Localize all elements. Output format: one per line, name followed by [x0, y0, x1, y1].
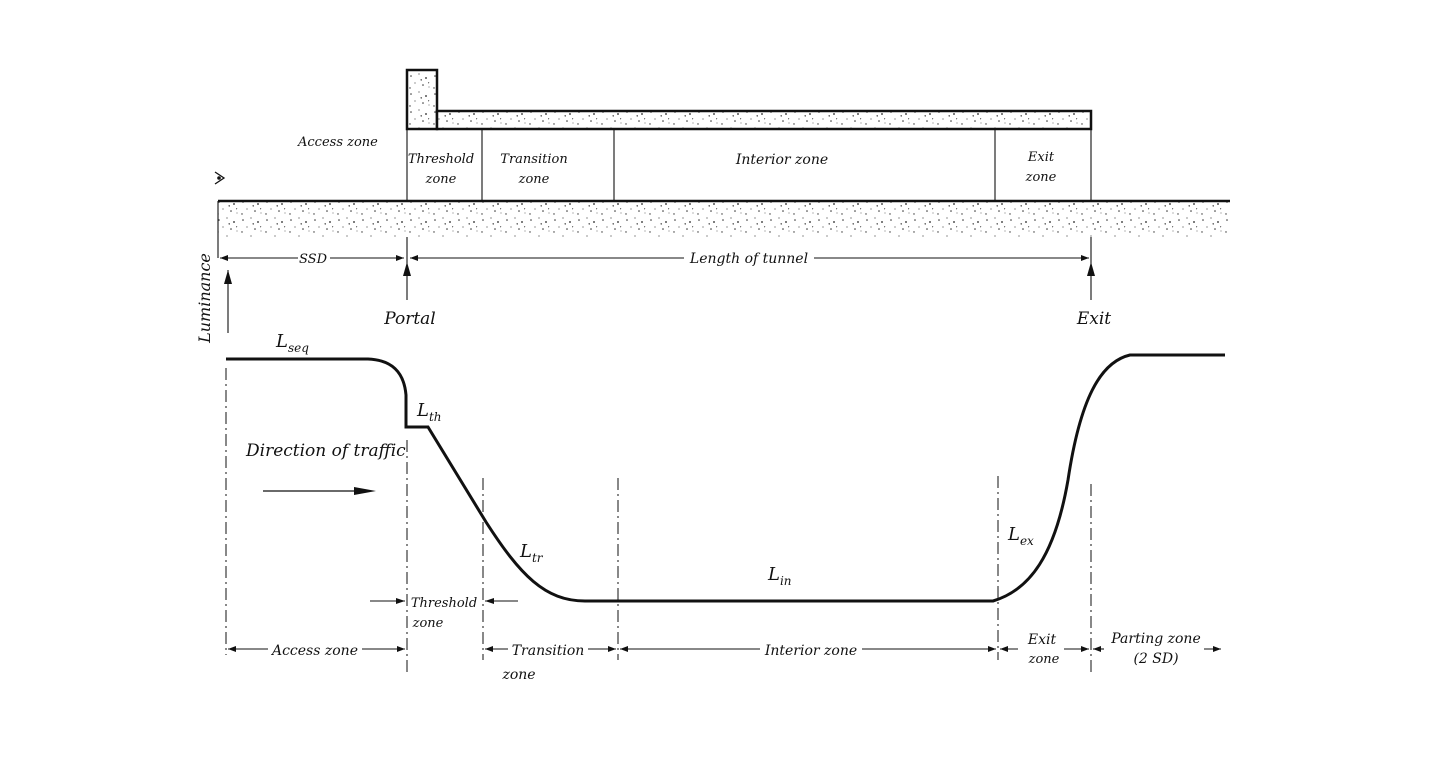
bottom-interior-label: Interior zone	[764, 643, 857, 659]
ssd-label: SSD	[299, 252, 328, 267]
eye-icon	[214, 171, 226, 185]
dimension-lines	[220, 255, 1089, 261]
bottom-parting-label-1: Parting zone	[1110, 631, 1200, 647]
length-of-tunnel-label: Length of tunnel	[689, 251, 808, 267]
bottom-exit-label-2: zone	[1028, 652, 1060, 667]
portal-arrow	[403, 237, 411, 300]
top-threshold-label-1: Threshold	[408, 152, 474, 167]
top-access-zone-label: Access zone	[297, 135, 378, 150]
road-ground	[218, 201, 1230, 237]
portal-label: Portal	[383, 309, 436, 329]
zone-boundary-lines	[225, 368, 1092, 672]
bottom-transition-label-2: zone	[501, 667, 535, 683]
luminance-axis	[224, 270, 232, 333]
bottom-threshold-label-1: Threshold	[411, 596, 477, 611]
exit-arrow	[1087, 237, 1095, 300]
bottom-parting-label-2: (2 SD)	[1133, 651, 1178, 667]
bottom-dimension-lines	[228, 646, 1221, 652]
bottom-exit-label-1: Exit	[1027, 632, 1057, 648]
luminance-curve	[226, 353, 1225, 603]
threshold-width-arrows	[370, 598, 518, 604]
top-exit-label-1: Exit	[1027, 150, 1055, 165]
label-lex: Lex	[1007, 524, 1034, 548]
label-ltr: Ltr	[519, 541, 544, 565]
tunnel-section	[214, 68, 1230, 258]
top-exit-label-2: zone	[1025, 170, 1057, 185]
bottom-transition-label-1: Transition	[512, 643, 585, 659]
top-interior-label: Interior zone	[735, 152, 828, 168]
luminance-label: Luminance	[195, 253, 214, 344]
top-transition-label-2: zone	[518, 172, 550, 187]
traffic-arrow	[263, 487, 376, 495]
label-lseq: Lseq	[275, 331, 309, 355]
top-transition-label-1: Transition	[500, 152, 567, 167]
top-threshold-label-2: zone	[425, 172, 457, 187]
bottom-access-zone-label: Access zone	[270, 643, 358, 659]
exit-label: Exit	[1076, 309, 1111, 329]
label-lth: Lth	[416, 400, 442, 424]
label-lin: Lin	[767, 564, 792, 588]
portal-wall	[405, 68, 439, 131]
bottom-threshold-label-2: zone	[412, 616, 444, 631]
tunnel-roof	[435, 109, 1093, 131]
direction-of-traffic-label: Direction of traffic	[245, 441, 406, 461]
